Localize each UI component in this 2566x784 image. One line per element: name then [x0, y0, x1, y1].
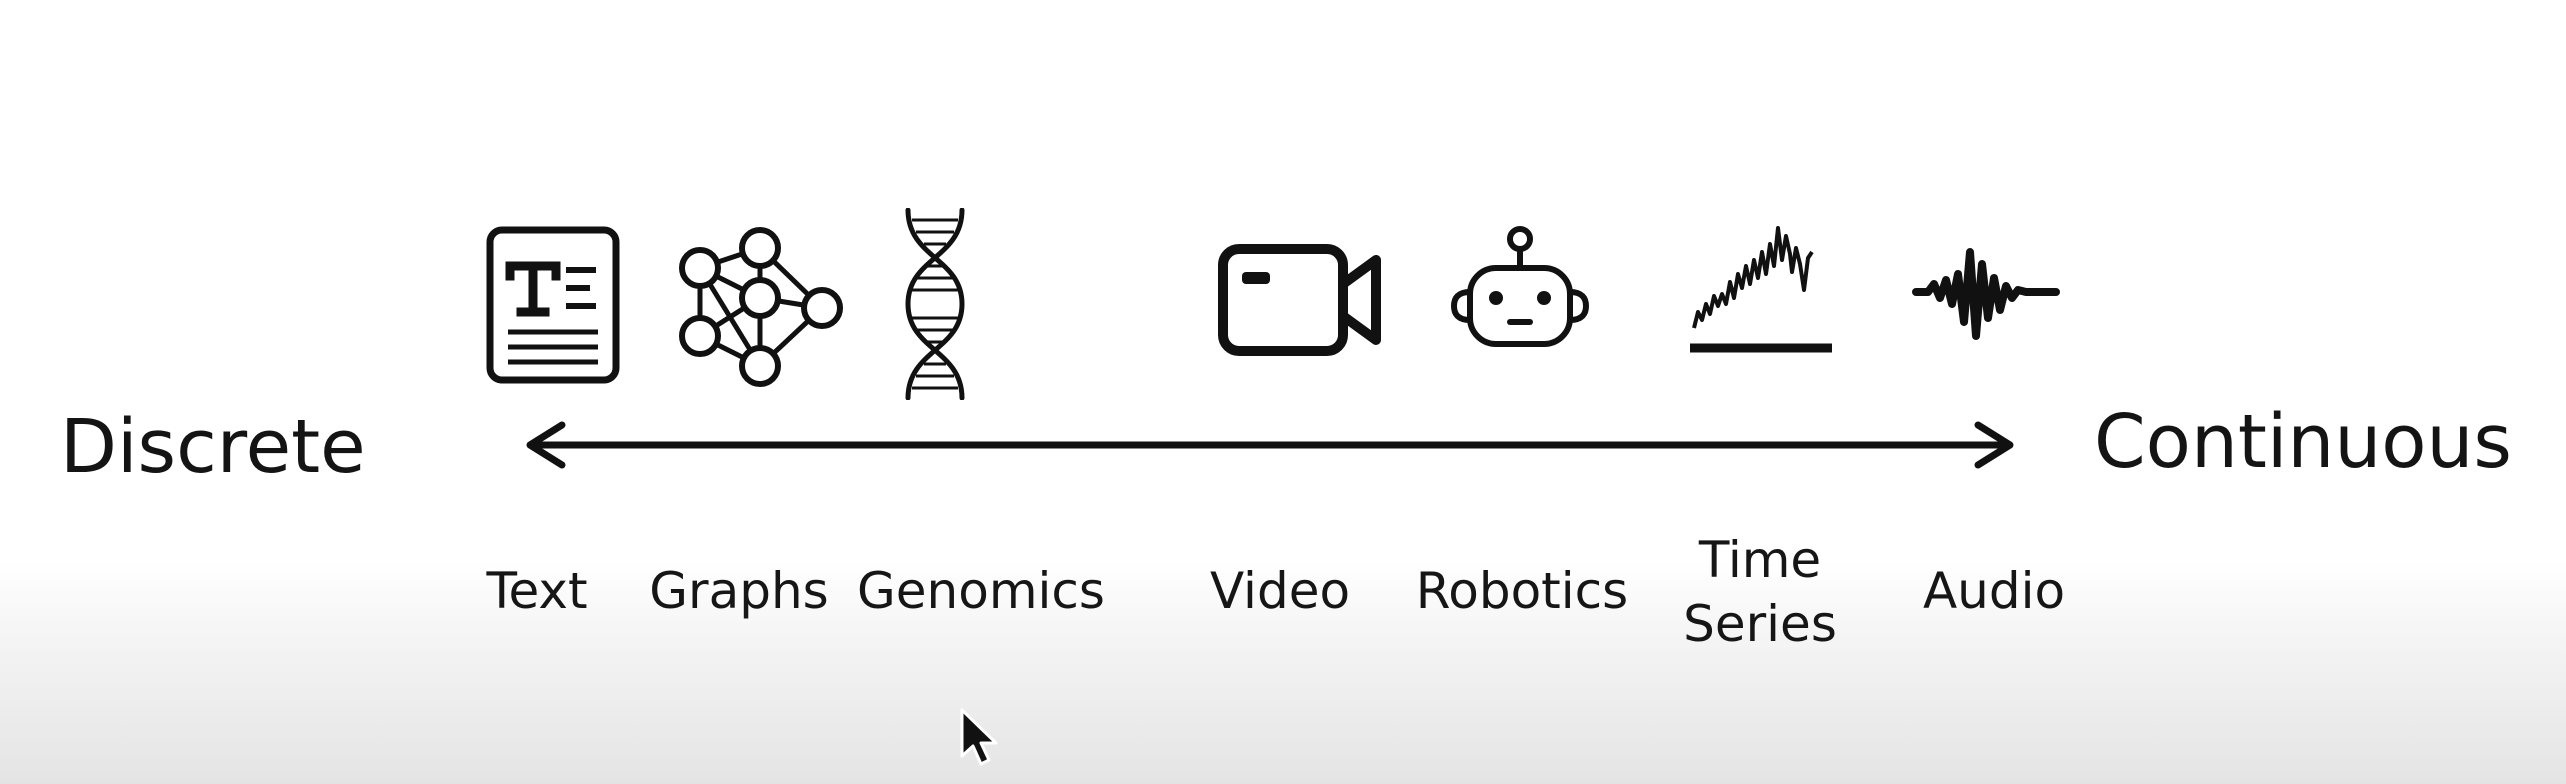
- video-camera-icon: [1218, 244, 1382, 356]
- modality-label-text: Text: [486, 562, 588, 620]
- modality-label-genomics: Genomics: [857, 562, 1105, 620]
- time-series-icon: [1686, 208, 1834, 356]
- audio-waveform-icon: [1910, 234, 2062, 344]
- continuous-label: Continuous: [2094, 399, 2512, 485]
- modality-label-video: Video: [1209, 562, 1351, 620]
- double-arrow-icon: [526, 421, 2014, 469]
- modality-label-graphs: Graphs: [649, 562, 829, 620]
- modality-label-time-series: Time Series: [1683, 531, 1837, 653]
- spectrum-arrow: [520, 420, 2020, 470]
- discrete-label: Discrete: [60, 404, 366, 490]
- mouse-cursor-icon: [958, 706, 1004, 770]
- text-document-icon: [486, 226, 620, 384]
- robot-icon: [1450, 224, 1590, 350]
- dna-icon: [902, 208, 968, 400]
- graph-network-icon: [676, 222, 848, 392]
- modality-label-robotics: Robotics: [1415, 562, 1629, 620]
- modality-label-audio: Audio: [1922, 562, 2066, 620]
